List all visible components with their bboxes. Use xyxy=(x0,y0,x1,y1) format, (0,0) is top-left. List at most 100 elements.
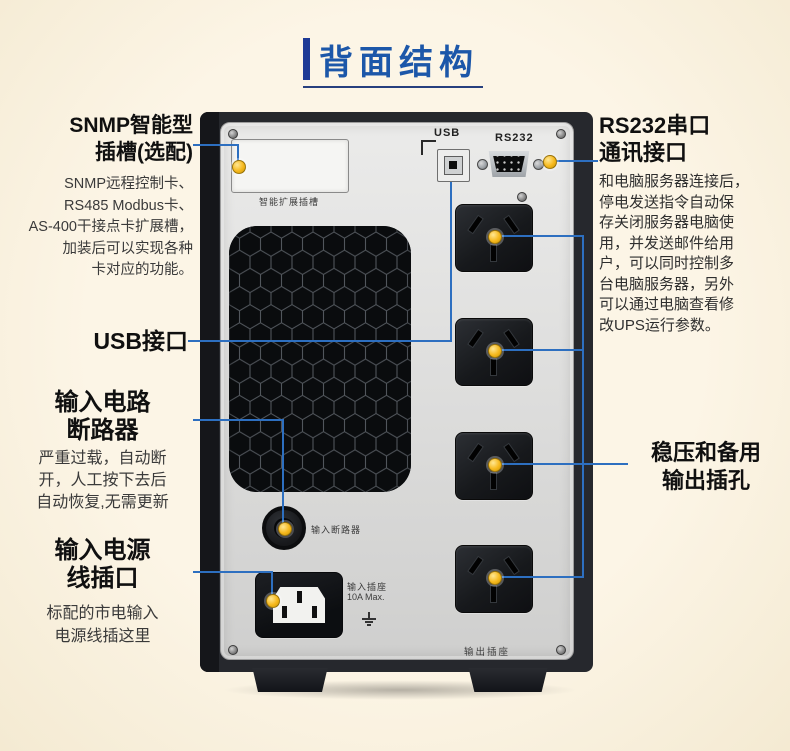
annotation-input-breaker: 输入电路 断路器 严重过载，自动断 开，人工按下去后 自动恢复,无需更新 xyxy=(15,389,190,514)
connector-line xyxy=(237,144,239,162)
usb-port-inner xyxy=(444,156,463,175)
marker-dot xyxy=(488,571,502,585)
connector-line xyxy=(584,463,628,465)
text-line: 台电脑服务器，另外 xyxy=(599,275,735,293)
connector-line xyxy=(193,571,273,573)
vent-grille xyxy=(229,226,411,492)
text-line: 卡对应的功能。 xyxy=(91,262,194,278)
annotation-usb-port: USB接口 xyxy=(10,327,188,355)
annotation-power-inlet: 输入电源 线插口 标配的市电输入 电源线插这里 xyxy=(15,537,190,648)
socket-slot xyxy=(468,330,483,347)
inlet-label: 输入插座 xyxy=(347,582,388,592)
socket-slot xyxy=(504,557,519,574)
marker-dot xyxy=(543,155,557,169)
annotation-title: 输入电源 线插口 xyxy=(15,537,190,593)
connector-line xyxy=(493,463,584,465)
connector-line xyxy=(450,182,452,342)
ac-power-inlet xyxy=(255,572,343,638)
annotation-title: 输入电路 断路器 xyxy=(15,389,190,445)
socket-slot xyxy=(491,586,496,602)
marker-dot xyxy=(278,522,292,536)
inlet-rating-label: 10A Max. xyxy=(347,592,385,602)
output-socket-label: 输出插座 xyxy=(464,647,511,658)
text-line: 改UPS运行参数。 xyxy=(599,316,720,334)
connector-line xyxy=(493,349,584,351)
rs232-db9-connector xyxy=(488,151,530,177)
screw xyxy=(556,645,566,655)
text-line: RS485 Modbus卡、 xyxy=(64,197,193,214)
text-line: 输入电源 xyxy=(54,537,151,564)
annotation-snmp-slot: SNMP智能型 插槽(选配) SNMP远程控制卡、 RS485 Modbus卡、… xyxy=(10,112,193,282)
device-left-edge xyxy=(200,112,219,672)
usb-bracket-line xyxy=(421,140,436,155)
socket-slot xyxy=(468,557,483,574)
screw xyxy=(228,129,238,139)
socket-slot xyxy=(504,330,519,347)
inlet-pin xyxy=(312,606,317,618)
text-line: 户，可以同时控制多 xyxy=(599,255,735,272)
title-accent-bar xyxy=(303,38,310,80)
text-line: 存关闭服务器电脑使 xyxy=(599,214,735,231)
text-line: 线插口 xyxy=(66,565,139,592)
socket-slot xyxy=(491,473,496,489)
device-foot-left xyxy=(252,668,328,692)
connector-line xyxy=(193,144,239,146)
marker-dot xyxy=(488,458,502,472)
annotation-title: 稳压和备用 输出插孔 xyxy=(627,439,785,495)
connector-line xyxy=(493,576,584,578)
connector-line xyxy=(188,340,452,342)
usb-port-label: USB xyxy=(434,127,461,139)
socket-slot xyxy=(491,245,496,261)
text-line: SNMP智能型 xyxy=(69,114,193,137)
annotation-description: 和电脑服务器连接后， 停电发送指令自动保 存关闭服务器电脑使 用，并发送邮件给用… xyxy=(599,172,789,336)
breaker-label: 输入断路器 xyxy=(311,525,362,535)
socket-slot xyxy=(468,216,483,233)
ground-icon xyxy=(361,612,377,627)
db9-pin-field xyxy=(493,156,525,172)
connector-line xyxy=(282,419,284,525)
usb-port-hole xyxy=(449,161,457,169)
text-line: 停电发送指令自动保 xyxy=(599,193,735,211)
text-line: USB接口 xyxy=(93,328,188,354)
socket-slot xyxy=(504,216,519,233)
text-line: 和电脑服务器连接后， xyxy=(599,173,750,190)
screw xyxy=(556,129,566,139)
inlet-pin xyxy=(297,591,302,603)
socket-slot xyxy=(468,444,483,461)
text-line: SNMP远程控制卡、 xyxy=(64,176,193,192)
device-foot-right xyxy=(468,668,548,692)
text-line: 开，人工按下去后 xyxy=(38,472,167,489)
annotation-title: RS232串口 通讯接口 xyxy=(599,112,789,166)
text-line: 输出插孔 xyxy=(661,468,750,493)
connector-line xyxy=(582,235,584,578)
text-line: 输入电路 xyxy=(54,389,151,416)
page-title: 背面结构 xyxy=(319,44,479,82)
socket-slot xyxy=(491,359,496,375)
title-underline xyxy=(303,86,483,88)
connector-line xyxy=(493,235,584,237)
text-line: 加装后可以实现各种 xyxy=(62,240,194,257)
db9-thumbscrew xyxy=(477,159,488,170)
text-line: 严重过载，自动断 xyxy=(38,450,167,467)
marker-dot xyxy=(488,344,502,358)
text-line: 自动恢复,无需更新 xyxy=(36,494,169,511)
annotation-rs232-port: RS232串口 通讯接口 和电脑服务器连接后， 停电发送指令自动保 存关闭服务器… xyxy=(599,112,789,336)
smart-expansion-slot xyxy=(231,139,349,193)
text-line: 稳压和备用 xyxy=(650,440,761,465)
usb-b-port xyxy=(437,149,470,182)
annotation-title: SNMP智能型 插槽(选配) xyxy=(10,112,193,166)
annotation-description: 严重过载，自动断 开，人工按下去后 自动恢复,无需更新 xyxy=(15,448,190,514)
annotation-description: SNMP远程控制卡、 RS485 Modbus卡、 AS-400干接点卡扩展槽，… xyxy=(10,174,193,282)
annotation-title: USB接口 xyxy=(10,327,188,355)
annotation-output-sockets: 稳压和备用 输出插孔 xyxy=(627,439,785,495)
text-line: 可以通过电脑查看修 xyxy=(599,296,735,313)
screw xyxy=(517,192,527,202)
marker-dot xyxy=(232,160,246,174)
text-line: 插槽(选配) xyxy=(95,141,193,164)
marker-dot xyxy=(488,230,502,244)
socket-slot xyxy=(504,444,519,461)
smart-slot-label: 智能扩展插槽 xyxy=(258,197,319,207)
text-line: 断路器 xyxy=(66,417,139,444)
text-line: 通讯接口 xyxy=(599,140,688,165)
text-line: 电源线插这里 xyxy=(54,627,151,645)
